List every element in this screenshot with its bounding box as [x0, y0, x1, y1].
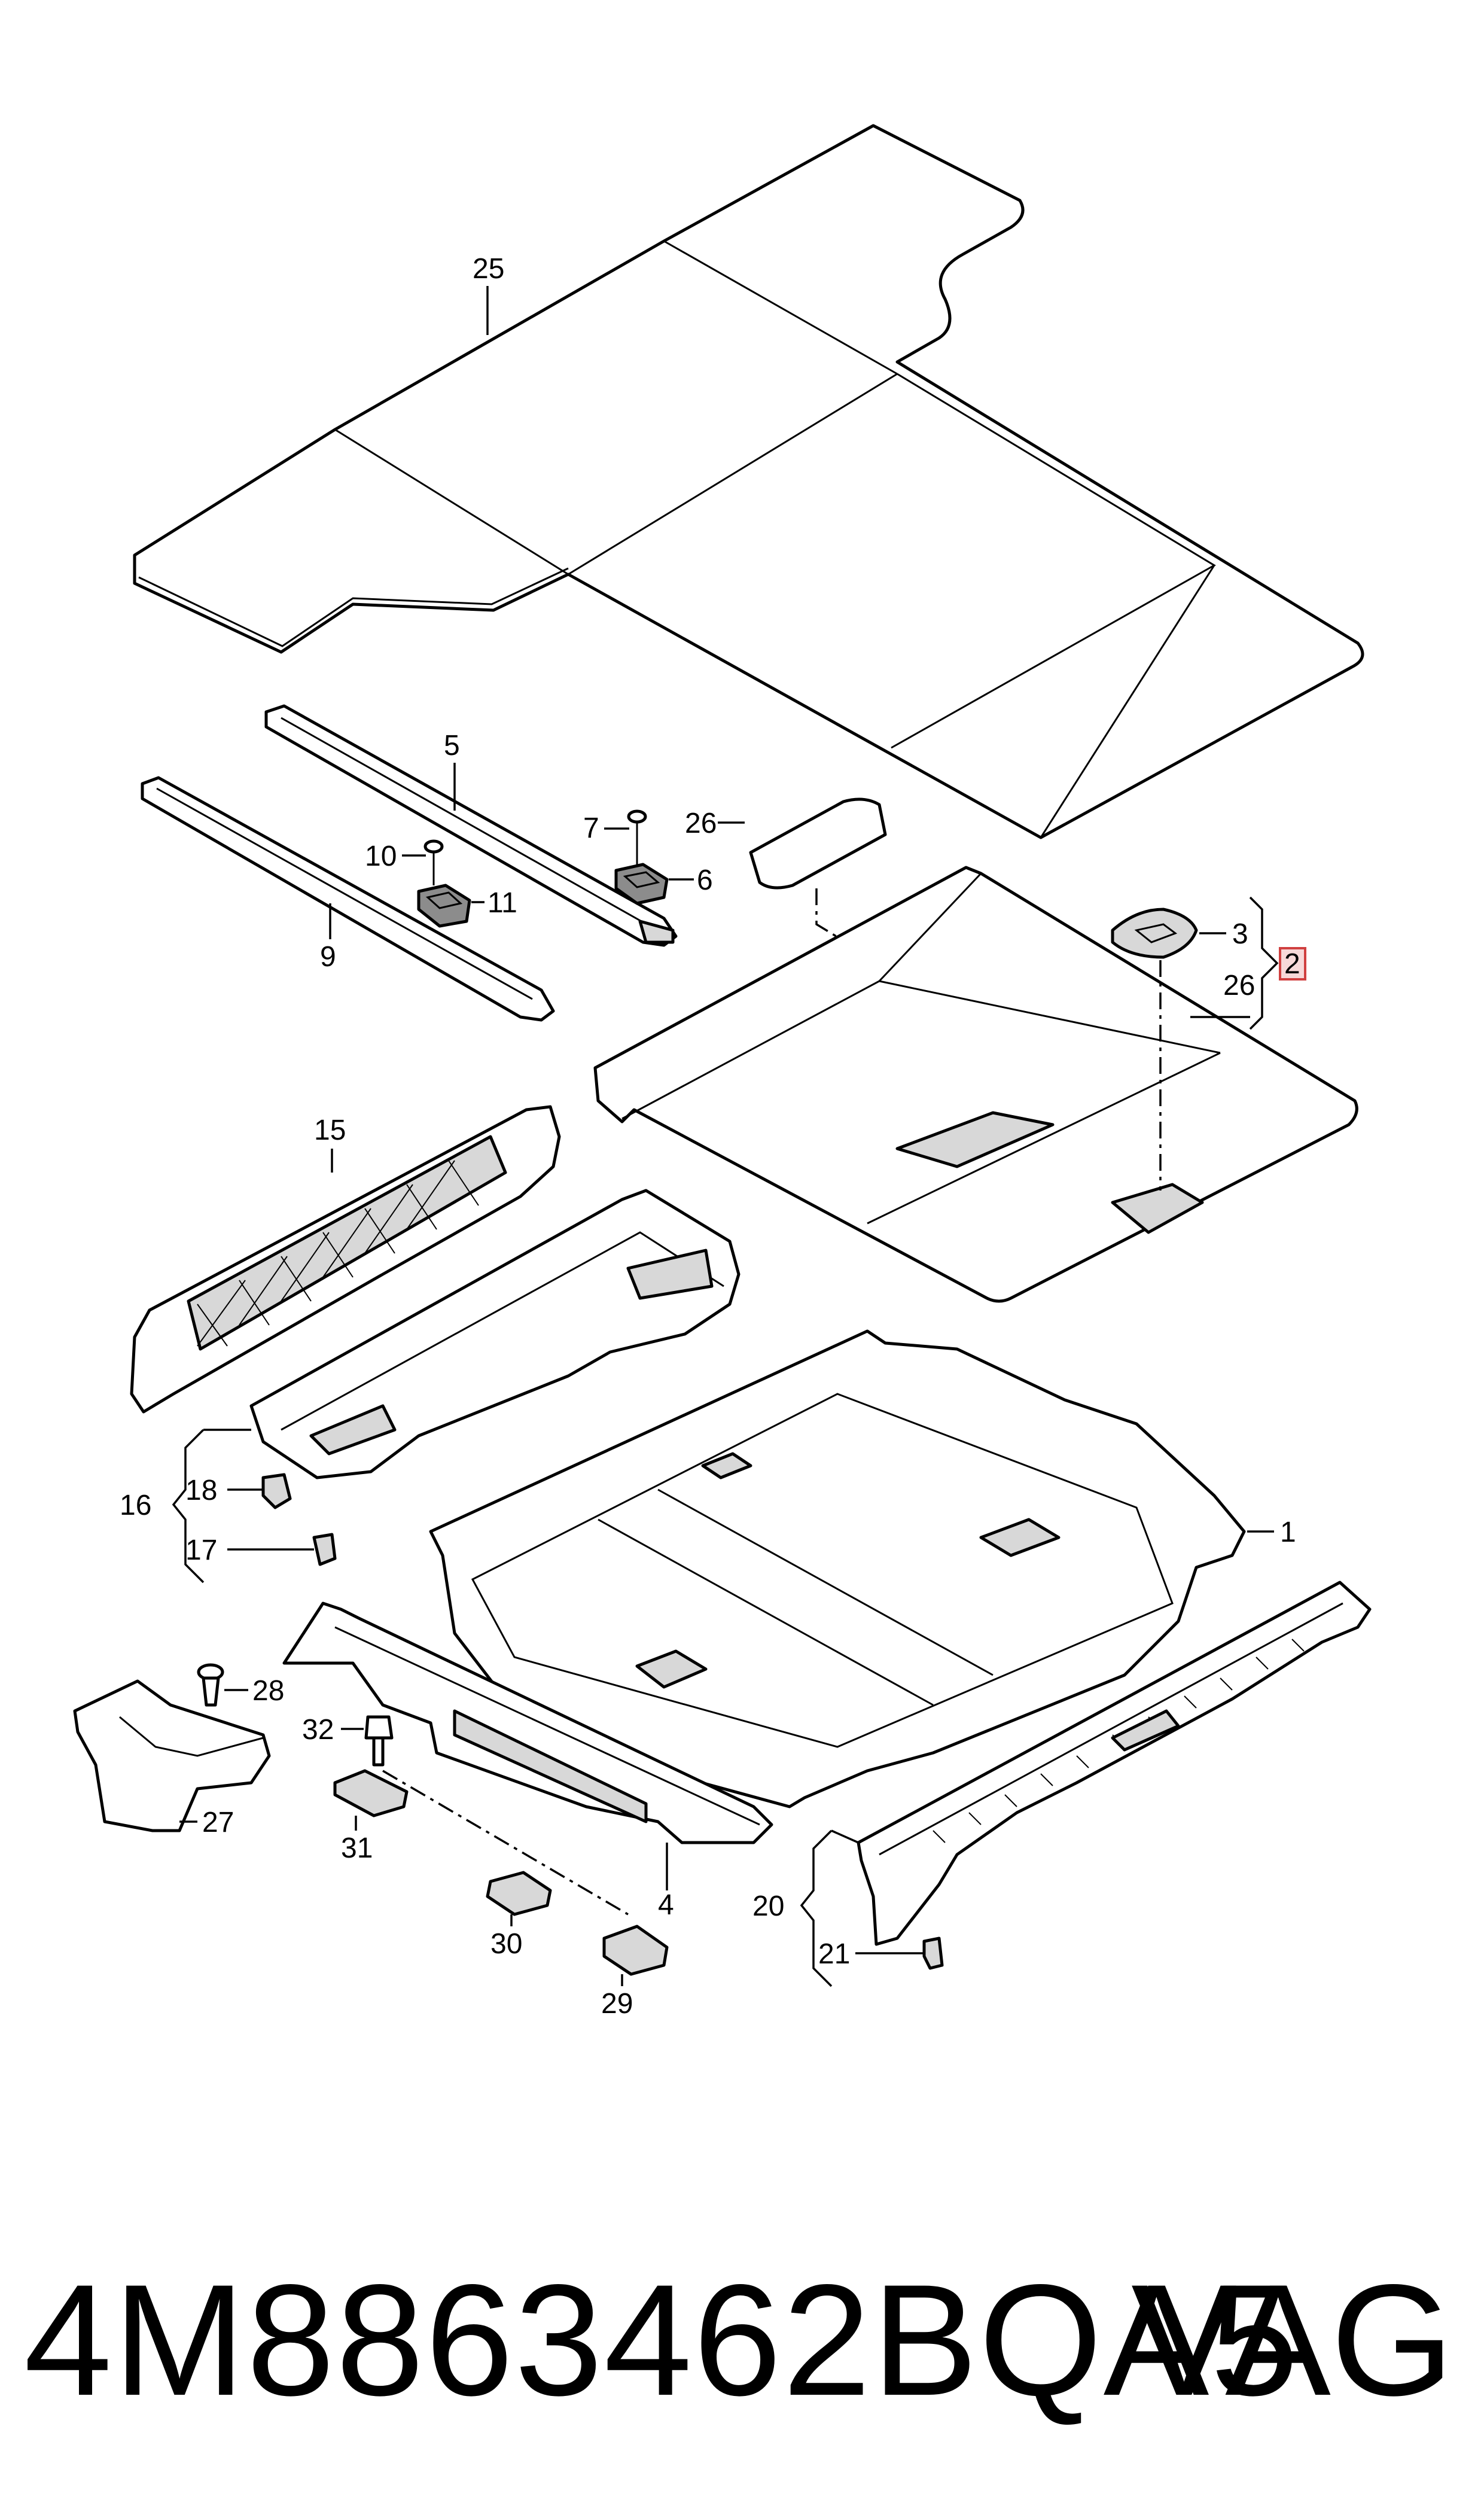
part-29-clip[interactable] [602, 1925, 669, 1976]
callout-21: 21 [818, 1938, 850, 1970]
brand-name: VAG [1131, 2252, 1454, 2429]
callout-16: 16 [120, 1490, 151, 1521]
highlight-part-2 [1279, 947, 1306, 981]
part-11-bracket[interactable] [417, 884, 471, 928]
callout-18: 18 [185, 1475, 217, 1506]
part-25-load-floor-cover[interactable] [133, 124, 1364, 839]
part-7-screw[interactable] [627, 809, 647, 864]
callout-31: 31 [341, 1832, 373, 1864]
part-4-cross-member[interactable] [282, 1601, 773, 1844]
callout-2: 2 [1284, 948, 1300, 980]
part-number: 4M8863462BQA5 [24, 2252, 1300, 2429]
callout-28: 28 [252, 1675, 284, 1707]
callout-26-cover: 26 [685, 808, 717, 839]
part-20-loading-sill[interactable] [857, 1581, 1372, 1946]
callout-9: 9 [320, 941, 336, 973]
callout-26-board: 26 [1223, 970, 1255, 1001]
callout-5: 5 [444, 730, 460, 762]
part-18-clip[interactable] [261, 1473, 292, 1509]
part-26-cover-plate[interactable] [749, 797, 887, 890]
callout-15: 15 [314, 1115, 346, 1146]
part-5-rail[interactable] [264, 704, 678, 947]
callout-4: 4 [658, 1889, 674, 1921]
part-27-bracket[interactable] [73, 1679, 271, 1832]
part-16-side-trim[interactable] [249, 1189, 741, 1479]
callout-17: 17 [185, 1534, 217, 1566]
part-26-floor-board[interactable] [593, 866, 1358, 1303]
callout-6: 6 [697, 864, 713, 896]
part-32-bolt[interactable] [364, 1715, 394, 1767]
callout-11: 11 [487, 887, 517, 919]
part-17-clip[interactable] [312, 1533, 337, 1566]
part-1-floor-tray[interactable] [429, 1329, 1246, 1808]
callout-3: 3 [1232, 918, 1248, 950]
part-15-net-panel[interactable] [130, 1105, 561, 1414]
callout-27: 27 [202, 1807, 234, 1838]
callout-20: 20 [752, 1890, 784, 1922]
part-30-clip[interactable] [486, 1871, 552, 1916]
callout-1: 1 [1280, 1517, 1296, 1548]
callout-7: 7 [583, 812, 599, 844]
part-21-clip[interactable] [922, 1937, 944, 1970]
part-6-bracket[interactable] [614, 863, 669, 905]
callout-32: 32 [302, 1714, 334, 1746]
callout-25: 25 [473, 253, 504, 285]
callout-30: 30 [490, 1928, 522, 1960]
callout-29: 29 [601, 1988, 633, 2020]
part-3-grommet[interactable] [1111, 908, 1198, 959]
part-10-screw[interactable] [423, 839, 444, 885]
part-28-clip[interactable] [197, 1663, 224, 1707]
callout-10: 10 [365, 841, 397, 872]
part-31-clip[interactable] [333, 1769, 409, 1817]
part-9-rail[interactable] [141, 776, 555, 1022]
net-hatching [197, 1160, 479, 1347]
